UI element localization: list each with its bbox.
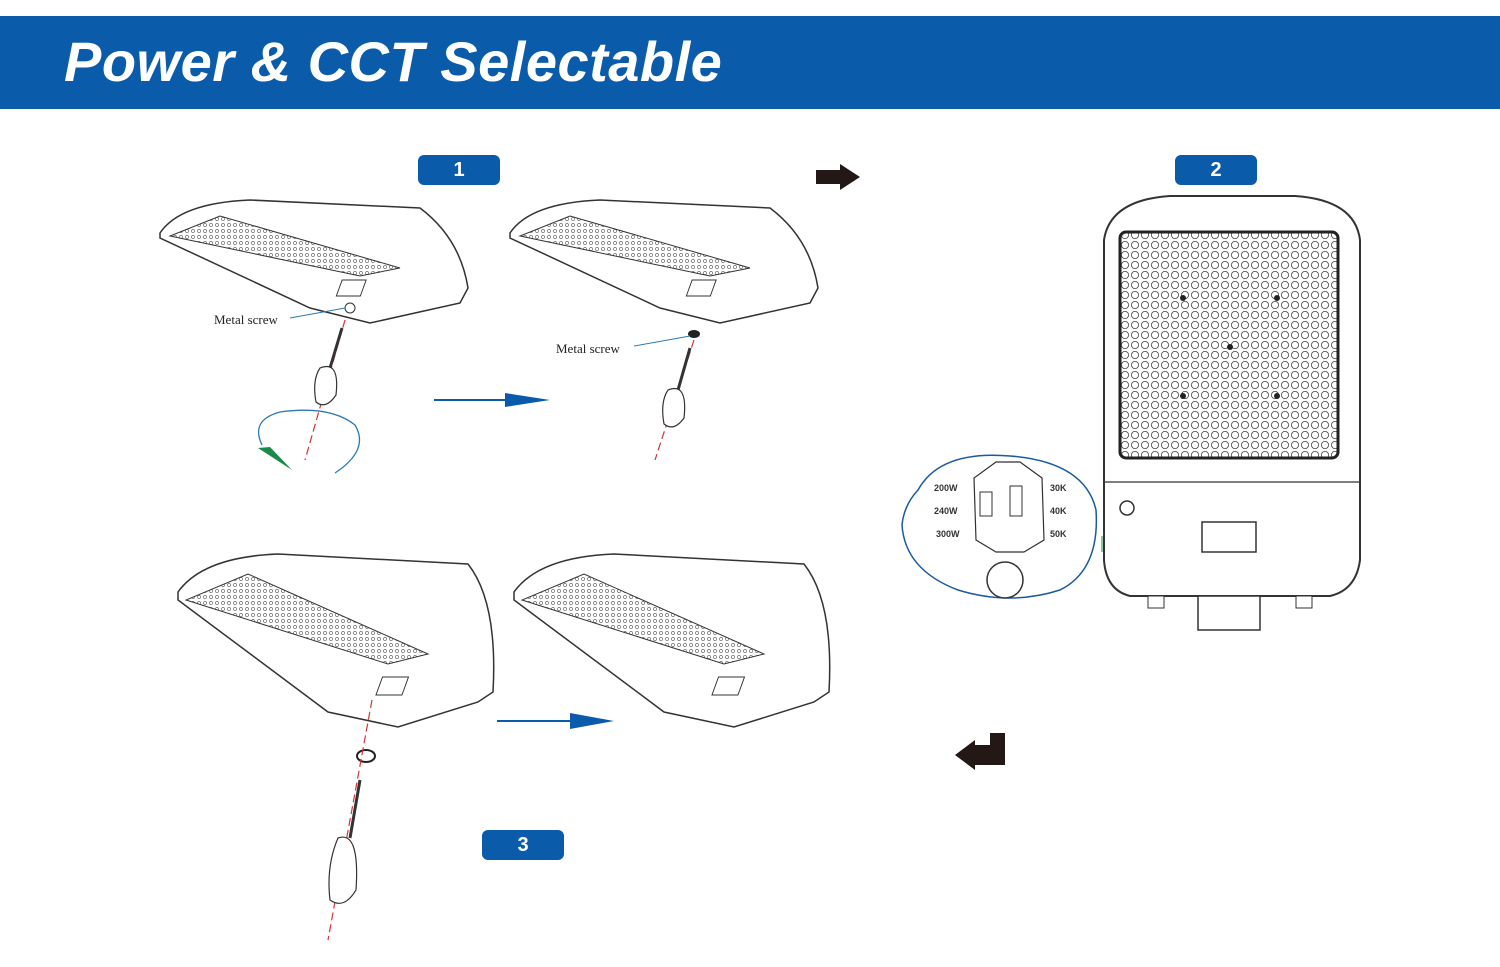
- flow-arrow-icon-2: [816, 164, 860, 190]
- return-arrow-icon: [955, 733, 1005, 770]
- fixture-top-view: [1103, 195, 1361, 631]
- flow-arrow-icon-3: [497, 713, 614, 729]
- fixture-drawing-1: [159, 199, 469, 324]
- metal-screw-label-1: Metal screw: [214, 312, 278, 327]
- screwdriver-icon-1: [289, 307, 346, 461]
- screwdriver-icon-2: [633, 330, 700, 461]
- metal-screw-label-2: Metal screw: [556, 341, 620, 356]
- power-option-200w: 200W: [934, 483, 958, 493]
- cct-option-40k: 40K: [1050, 506, 1067, 516]
- page-title: Power & CCT Selectable: [64, 30, 723, 93]
- fixture-drawing-4: [513, 553, 831, 728]
- cct-option-30k: 30K: [1050, 483, 1067, 493]
- fixture-drawing-3: [177, 553, 495, 728]
- rotate-arrow-icon: [257, 409, 361, 474]
- power-option-240w: 240W: [934, 506, 958, 516]
- step-badge-2: 2: [1175, 155, 1257, 185]
- flow-arrow-icon-1: [434, 393, 550, 407]
- screwdriver-icon-3: [327, 699, 376, 941]
- step-badge-3: 3: [482, 830, 564, 860]
- cct-option-50k: 50K: [1050, 529, 1067, 539]
- power-option-300w: 300W: [936, 529, 960, 539]
- fixture-drawing-2: [509, 199, 819, 324]
- step-badge-1: 1: [418, 155, 500, 185]
- header-banner: Power & CCT Selectable: [0, 16, 1500, 109]
- switch-callout: [901, 454, 1103, 599]
